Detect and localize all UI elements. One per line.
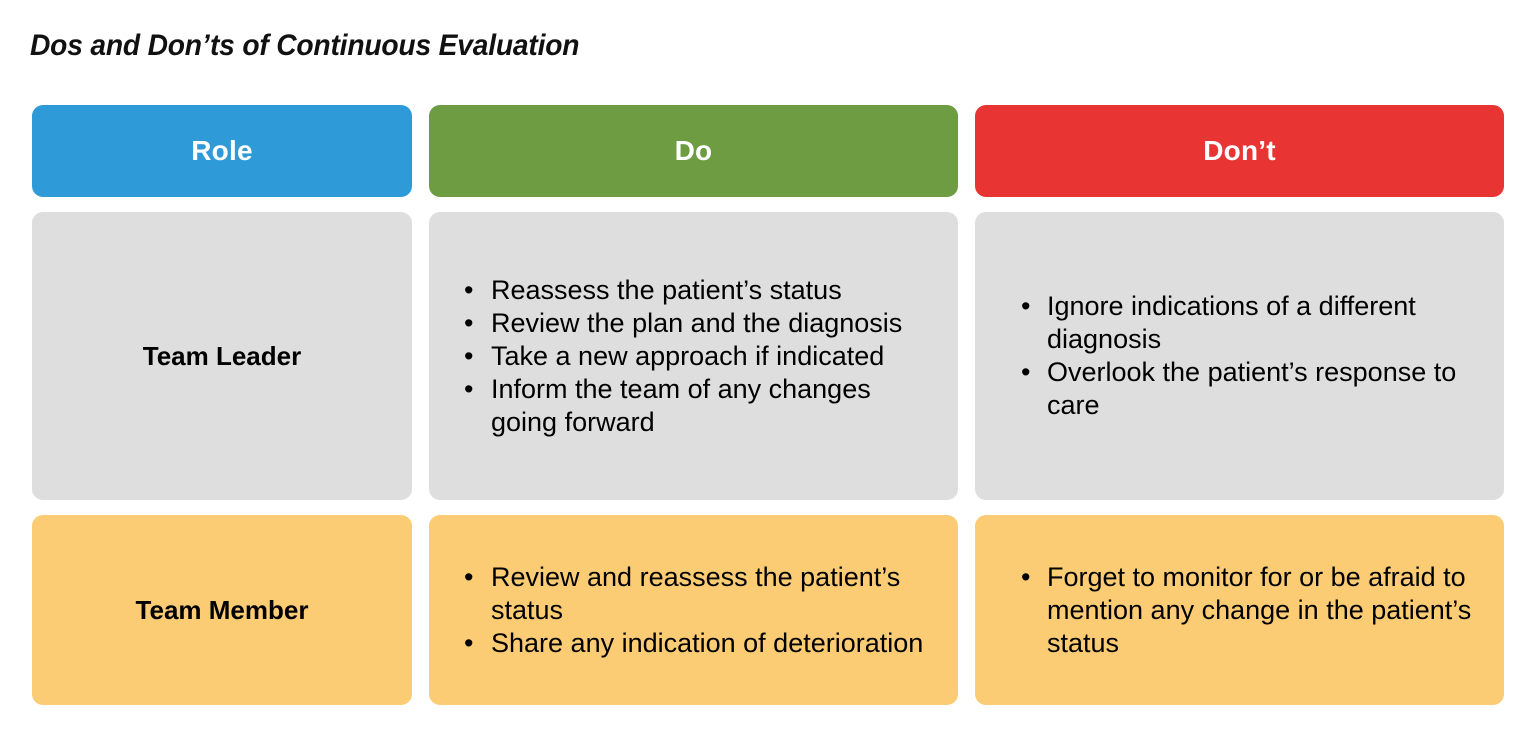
column-header-do: Do <box>429 105 958 197</box>
column-header-role: Role <box>32 105 412 197</box>
list-item-text: Reassess the patient’s status <box>491 274 842 305</box>
column-header-role-label: Role <box>191 135 253 166</box>
list-item: • Review and reassess the patient’s statu… <box>464 561 940 627</box>
list-item-text: Review the plan and the diagnosis <box>491 307 903 338</box>
page-title: Dos and Don’ts of Continuous Evaluation <box>30 29 580 62</box>
list-item: • Forget to monitor for or be afraid to m… <box>1021 561 1486 660</box>
list-item: • Share any indication of deterioration <box>464 627 940 660</box>
dont-cell-team-leader: • Ignore indications of a different diagn… <box>975 212 1504 500</box>
bullet-dot-icon: • <box>464 307 474 338</box>
bullet-dot-icon: • <box>464 627 474 658</box>
bullet-dot-icon: • <box>464 561 474 592</box>
column-header-dont: Don’t <box>975 105 1504 197</box>
do-cell-team-leader: • Reassess the patient’s status • Review th… <box>429 212 958 500</box>
role-label: Team Leader <box>142 340 302 371</box>
do-list-team-leader: • Reassess the patient’s status • Review th… <box>429 274 958 439</box>
column-header-dont-label: Don’t <box>1203 135 1276 166</box>
table-row: Team Leader • Reassess the patient’s stat… <box>32 212 1505 500</box>
list-item-text: Forget to monitor for or be afraid to me… <box>1047 561 1472 658</box>
role-cell-team-leader: Team Leader <box>32 212 412 500</box>
bullet-dot-icon: • <box>464 274 474 305</box>
list-item: • Overlook the patient’s response to care <box>1021 356 1486 422</box>
column-header-do-label: Do <box>674 135 713 166</box>
list-item: • Take a new approach if indicated <box>464 340 940 373</box>
dont-cell-team-member: • Forget to monitor for or be afraid to m… <box>975 515 1504 705</box>
dont-list-team-member: • Forget to monitor for or be afraid to m… <box>975 561 1504 660</box>
list-item: • Ignore indications of a different diagn… <box>1021 290 1486 356</box>
table-row: Team Member • Review and reassess the pat… <box>32 515 1505 705</box>
bullet-dot-icon: • <box>1021 291 1031 321</box>
bullet-dot-icon: • <box>464 340 474 371</box>
bullet-dot-icon: • <box>1021 357 1031 387</box>
bullet-dot-icon: • <box>464 373 474 404</box>
dont-list-team-leader: • Ignore indications of a different diagn… <box>975 290 1504 422</box>
list-item-text: Ignore indications of a different diagno… <box>1047 291 1416 354</box>
list-item-text: Review and reassess the patient’s status <box>491 561 901 625</box>
list-item: • Review the plan and the diagnosis <box>464 307 940 340</box>
role-cell-team-member: Team Member <box>32 515 412 705</box>
list-item: • Reassess the patient’s status <box>464 274 940 307</box>
list-item-text: Share any indication of deterioration <box>491 627 924 658</box>
list-item-text: Inform the team of any changes going for… <box>491 373 871 437</box>
do-cell-team-member: • Review and reassess the patient’s statu… <box>429 515 958 705</box>
do-list-team-member: • Review and reassess the patient’s statu… <box>429 561 958 660</box>
table-header-row: Role Do Don’t <box>32 105 1505 197</box>
role-label: Team Member <box>135 594 309 625</box>
list-item-text: Overlook the patient’s response to care <box>1047 357 1457 420</box>
list-item-text: Take a new approach if indicated <box>491 340 885 371</box>
bullet-dot-icon: • <box>1021 561 1031 592</box>
dos-donts-table: Role Do Don’t Team Leader • Reassess the … <box>32 105 1505 705</box>
list-item: • Inform the team of any changes going fo… <box>464 373 940 439</box>
